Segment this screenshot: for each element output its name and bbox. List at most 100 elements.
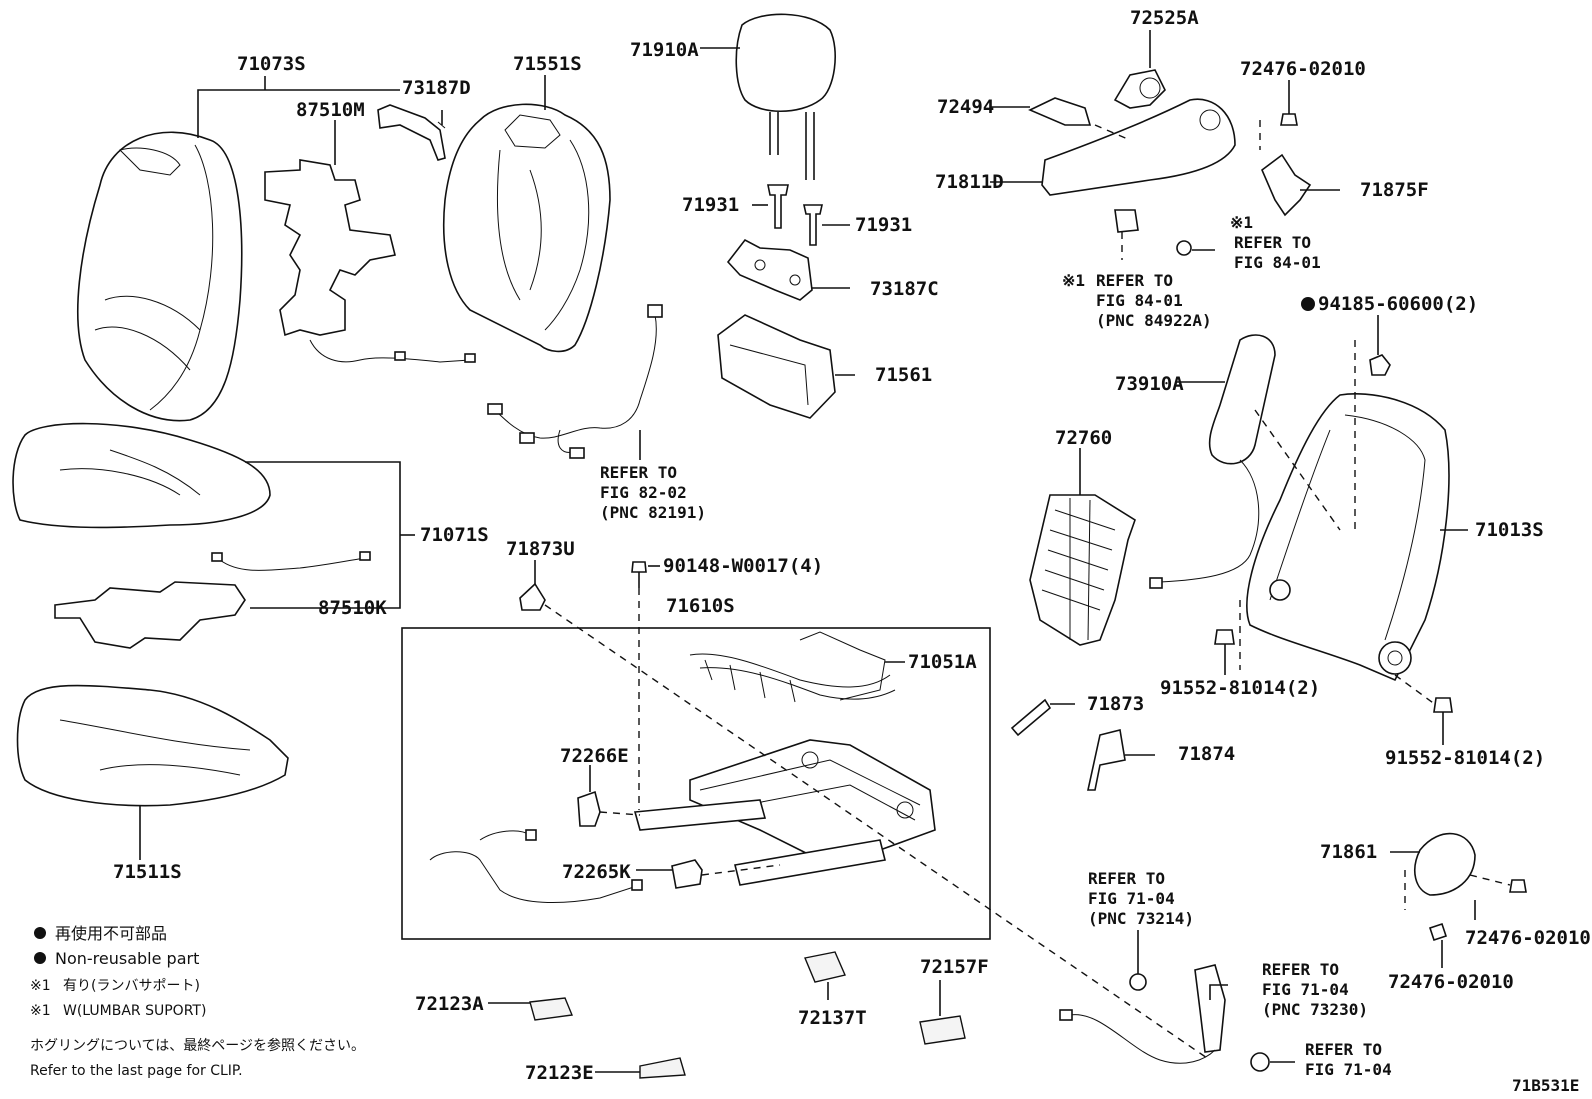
bolt-72476-low-drawing: [1428, 922, 1448, 942]
label-71073S[interactable]: 71073S: [237, 53, 306, 75]
part-labels: 71073S 87510M 73187D 71551S 71910A 71931…: [113, 7, 1591, 1084]
bolt-72476-mid-drawing: [1509, 879, 1527, 893]
refer-to-fig-84-01-left[interactable]: ※1 REFER TO FIG 84-01 (PNC 84922A): [1062, 271, 1212, 330]
non-reusable-dot-icon: [34, 927, 46, 939]
refer-to-fig-84-01-right[interactable]: ※1 REFER TO FIG 84-01: [1230, 213, 1321, 272]
bracket-73187C-drawing: [726, 238, 813, 301]
label-71875F[interactable]: 71875F: [1360, 179, 1429, 201]
cushion-cover-drawing: [12, 422, 271, 529]
label-71873[interactable]: 71873: [1087, 693, 1144, 715]
legend-jp-nonreusable: 再使用不可部品: [55, 924, 167, 943]
label-72266E[interactable]: 72266E: [560, 745, 629, 767]
clip-72123A-drawing: [529, 997, 573, 1021]
bracket-71874-drawing: [1087, 729, 1126, 791]
ref-71-04-b-line3: (PNC 73230): [1262, 1000, 1368, 1019]
label-91552-81014-left[interactable]: 91552-81014(2): [1160, 677, 1320, 699]
label-72265K[interactable]: 72265K: [562, 861, 631, 883]
ref-71-04-a-line1: REFER TO: [1088, 869, 1165, 888]
bolt-72476-top-drawing: [1280, 105, 1298, 126]
ref-71-04-a-line3: (PNC 73214): [1088, 909, 1194, 928]
label-73187D[interactable]: 73187D: [402, 77, 471, 99]
seatback-heater-drawing: [264, 159, 476, 363]
refer-to-fig-82-02[interactable]: REFER TO FIG 82-02 (PNC 82191): [600, 463, 706, 522]
ref-71-04-b-line1: REFER TO: [1262, 960, 1339, 979]
label-72123E[interactable]: 72123E: [525, 1062, 594, 1084]
spring-assembly-drawing: [689, 631, 896, 703]
label-71013S[interactable]: 71013S: [1475, 519, 1544, 541]
headrest-drawing: [735, 13, 836, 180]
label-72476-02010-mid[interactable]: 72476-02010: [1465, 927, 1591, 949]
legend-en-lumbar: W(LUMBAR SUPORT): [63, 1003, 206, 1019]
seatback-board-drawing: [717, 314, 836, 419]
label-71561[interactable]: 71561: [875, 364, 932, 386]
label-91552-81014-right[interactable]: 91552-81014(2): [1385, 747, 1545, 769]
label-72760[interactable]: 72760: [1055, 427, 1112, 449]
non-reusable-dot-icon-94185: [1301, 297, 1315, 311]
ref-84-01-mark-right: ※1: [1230, 213, 1253, 232]
label-87510M[interactable]: 87510M: [296, 99, 365, 121]
label-72494[interactable]: 72494: [937, 96, 994, 118]
adjuster-wire-drawing: [429, 829, 643, 903]
clip-71873U-drawing: [519, 582, 546, 611]
label-71910A[interactable]: 71910A: [630, 39, 699, 61]
label-72137T[interactable]: 72137T: [798, 1007, 867, 1029]
label-72476-02010-low[interactable]: 72476-02010: [1388, 971, 1514, 993]
assembly-dashed-lines: [544, 120, 1511, 1061]
label-71551S[interactable]: 71551S: [513, 53, 582, 75]
ref-84-01-left-line2: FIG 84-01: [1096, 291, 1183, 310]
seatback-harness-drawing: [487, 304, 663, 459]
label-71874[interactable]: 71874: [1178, 743, 1235, 765]
label-71861[interactable]: 71861: [1320, 841, 1377, 863]
legend-mark-en: ※1: [30, 1003, 51, 1019]
label-72476-02010-top[interactable]: 72476-02010: [1240, 58, 1366, 80]
side-airbag-drawing: [1149, 334, 1276, 589]
refer-to-fig-71-04-a[interactable]: REFER TO FIG 71-04 (PNC 73214): [1088, 869, 1194, 928]
cushion-heater-drawing: [54, 551, 371, 649]
leader-lines: [139, 30, 1476, 1073]
label-71071S[interactable]: 71071S: [420, 524, 489, 546]
refer-to-fig-71-04-c[interactable]: REFER TO FIG 71-04: [1305, 1040, 1392, 1079]
legend-en-nonreusable: Non-reusable part: [55, 949, 199, 968]
ref-84-01-right-line2: FIG 84-01: [1234, 253, 1321, 272]
label-71931-right[interactable]: 71931: [855, 214, 912, 236]
label-71931-left[interactable]: 71931: [682, 194, 739, 216]
label-72123A[interactable]: 72123A: [415, 993, 484, 1015]
bolt-91552-left-drawing: [1214, 629, 1235, 656]
figure-code: 71B531E: [1512, 1076, 1579, 1095]
legend-jp-clip: ホグリングについては、最終ページを参照ください。: [30, 1037, 365, 1054]
label-71873U[interactable]: 71873U: [506, 538, 575, 560]
non-reusable-dot-icon-en: [34, 952, 46, 964]
label-71051A[interactable]: 71051A: [908, 651, 977, 673]
cover-71861-drawing: [1414, 832, 1476, 896]
refer-to-fig-71-04-b[interactable]: REFER TO FIG 71-04 (PNC 73230): [1262, 960, 1368, 1019]
cushion-pad-drawing: [16, 684, 289, 807]
label-71511S[interactable]: 71511S: [113, 861, 182, 883]
bolt-91552-right-drawing: [1433, 697, 1453, 726]
label-71811D[interactable]: 71811D: [935, 171, 1004, 193]
ref-71-04-b-line2: FIG 71-04: [1262, 980, 1349, 999]
belt-buckle-drawing: [1059, 964, 1226, 1064]
label-72525A[interactable]: 72525A: [1130, 7, 1199, 29]
seatback-frame-drawing: [1246, 392, 1450, 682]
label-90148-W0017[interactable]: 90148-W0017(4): [663, 555, 823, 577]
grommet-drawing: [1129, 973, 1147, 991]
ref-84-01-left-line3: (PNC 84922A): [1096, 311, 1212, 330]
ref-84-01-right-line1: REFER TO: [1234, 233, 1311, 252]
ref-82-02-line2: FIG 82-02: [600, 483, 687, 502]
cover-72266E-drawing: [577, 790, 601, 827]
seat-adjuster-drawing: [633, 739, 936, 886]
ref-71-04-c-line2: FIG 71-04: [1305, 1060, 1392, 1079]
legend: 再使用不可部品 Non-reusable part ※1 有り(ランバサポート)…: [30, 924, 365, 1079]
label-73187C[interactable]: 73187C: [870, 278, 939, 300]
ref-71-04-a-line2: FIG 71-04: [1088, 889, 1175, 908]
nut-94185-drawing: [1369, 354, 1391, 376]
label-71610S[interactable]: 71610S: [666, 595, 735, 617]
screw-90148-drawing: [631, 561, 647, 588]
headrest-support-drawing: [767, 184, 823, 246]
ref-71-04-c-line1: REFER TO: [1305, 1040, 1382, 1059]
label-87510K[interactable]: 87510K: [318, 597, 387, 619]
label-73910A[interactable]: 73910A: [1115, 373, 1184, 395]
label-94185-60600[interactable]: 94185-60600(2): [1318, 293, 1478, 315]
label-72157F[interactable]: 72157F: [920, 956, 989, 978]
